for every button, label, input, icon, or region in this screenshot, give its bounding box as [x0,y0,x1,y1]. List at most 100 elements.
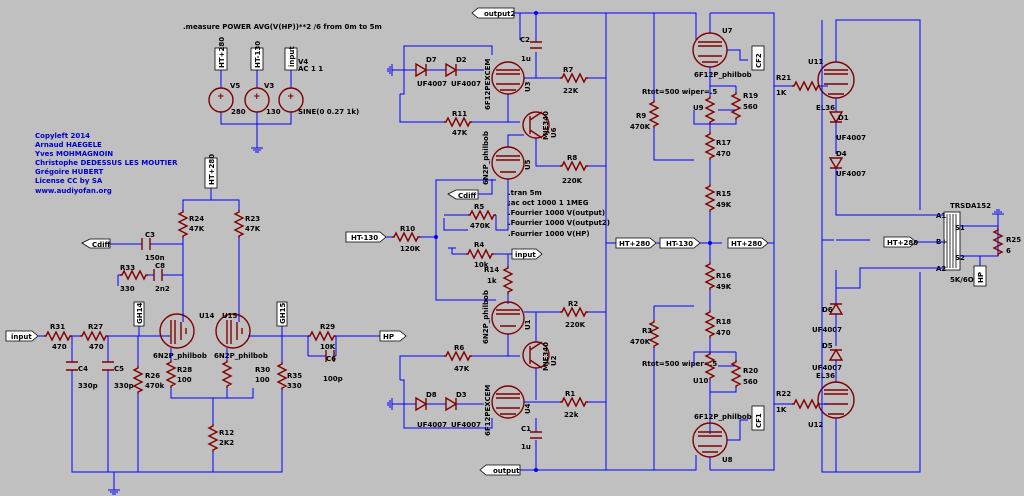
tube-value: EL36 [816,372,835,380]
resistor-value: 1K [776,406,787,414]
resistor-value: 470K [630,123,651,131]
resistor-value: 470 [52,343,67,351]
hp-flag-right: HP [973,265,987,287]
tube-u4 [491,385,525,419]
tube-u14 [159,312,195,349]
cap-value: 1u [521,443,531,451]
tube-u15 [215,312,251,349]
svg-text:Cdiff: Cdiff [458,192,477,200]
input-stage: HT+280 R24 47K R23 47K Cdiff C3 150n R33… [5,154,407,495]
credits-line: Yves MOHMAGNOIN [34,150,113,158]
resistor-value: 2K2 [219,439,234,447]
credits-line: Christophe DEDESSUS LES MOUTIER [35,159,178,167]
svg-text:CF2: CF2 [755,53,763,68]
tube-value: 6F12PEXCEM [484,59,492,110]
source-ref: V4 [298,58,308,66]
resistor-value: 470 [89,343,104,351]
resistor-value: 1k [487,277,497,285]
resistor-value: 220K [565,321,586,329]
resistor-value: 330 [287,382,302,390]
output2-flag-top: output2 [471,7,515,19]
fourier-directive: .Fourrier 1000 V(HP) [508,230,590,238]
ht130-flag-left: HT-130 [345,231,387,243]
svg-text:HT-130: HT-130 [666,240,693,248]
tube-value: EL36 [816,104,835,112]
resistor-value: 10K [320,343,336,351]
tube-u11 [817,61,855,99]
tube-ref: U14 [199,312,215,320]
ht280-flag-mid: HT+280 [615,237,657,249]
tube-value: 6N2P_philbob [482,290,490,344]
svg-text:input: input [11,333,32,341]
svg-text:input: input [515,251,536,259]
resistor-ref: R25 [1006,236,1021,244]
svg-text:HT+280: HT+280 [731,240,762,248]
resistor-ref: R1 [565,390,575,398]
transformer-pin: A1 [936,212,946,220]
svg-text:output2: output2 [484,10,515,18]
credits-line: Arnaud HAEGELE [35,141,102,149]
resistor-value: 560 [743,378,758,386]
resistor-value: 10k [474,261,489,269]
resistor-ref: R29 [320,323,335,331]
svg-text:+: + [287,92,295,102]
svg-text:HT+280: HT+280 [218,37,226,68]
diode-value: UF4007 [451,80,481,88]
svg-text:GH15: GH15 [279,303,287,324]
resistor-value: 470 [716,329,731,337]
pot-ref: U9 [693,104,704,112]
diode-value: UF4007 [417,80,447,88]
tube-ref: U15 [222,312,238,320]
cap-value: 150n [145,254,165,262]
tube-u5 [491,146,525,180]
ht280-flag-input-stage: HT+280 [204,154,218,189]
resistor-value: 100 [177,376,192,384]
resistor-value: 220K [562,177,583,185]
tube-ref: U3 [524,81,532,92]
svg-text:HP: HP [977,272,985,283]
pot-ref: U10 [693,377,709,385]
tube-value: 6F12P_philbob [694,413,752,421]
resistor-ref: R5 [474,203,484,211]
tube-value: 6F12P_philbob [694,71,752,79]
cap-value: 100p [323,375,343,383]
tube-ref: U4 [524,403,532,414]
diode-ref: D5 [822,342,833,350]
resistor-value: 470K [470,222,491,230]
svg-text:CF1: CF1 [755,413,763,428]
cap-ref: C1 [521,425,531,433]
diode-ref: D7 [426,56,437,64]
pot-params: Rtot=500 wiper=.5 [642,360,717,368]
source-value: AC 1 1 [298,65,323,73]
ht280-flag-right: HT+280 [727,237,769,249]
cap-value: 330p [78,382,98,390]
resistor-ref: R3 [642,327,652,335]
diode-value: UF4007 [812,326,842,334]
output-flag-bottom: output [479,464,521,476]
input-flag-mid: input [511,248,543,260]
resistor-ref: R8 [567,154,577,162]
tube-ref: U11 [808,58,824,66]
diode-value: UF4007 [451,421,481,429]
resistor-value: 47K [189,225,205,233]
credits-line: www.audiyofan.org [35,187,112,195]
resistor-ref: R9 [636,112,646,120]
resistor-ref: R35 [287,372,302,380]
diode-value: UF4007 [417,421,447,429]
tube-value: 6N2P_philbob [482,131,490,185]
resistor-ref: R10 [400,225,415,233]
resistor-value: 470K [630,338,651,346]
svg-text:+: + [217,92,225,102]
gh14-flag: GH14 [133,301,145,327]
svg-text:output: output [493,467,520,475]
transformer-pin: A2 [936,265,946,273]
transformer-value: 5K/6Ohm [950,276,986,284]
resistor-ref: R11 [452,110,467,118]
cap-ref: C2 [520,36,530,44]
transformer-ref: TRSDA152 [950,202,991,210]
tube-value: 6N2P_philbob [153,352,207,360]
resistor-value: 22k [564,411,579,419]
gh15-flag: GH15 [276,301,288,327]
diode-ref: D6 [822,306,833,314]
resistor-ref: R12 [219,429,234,437]
